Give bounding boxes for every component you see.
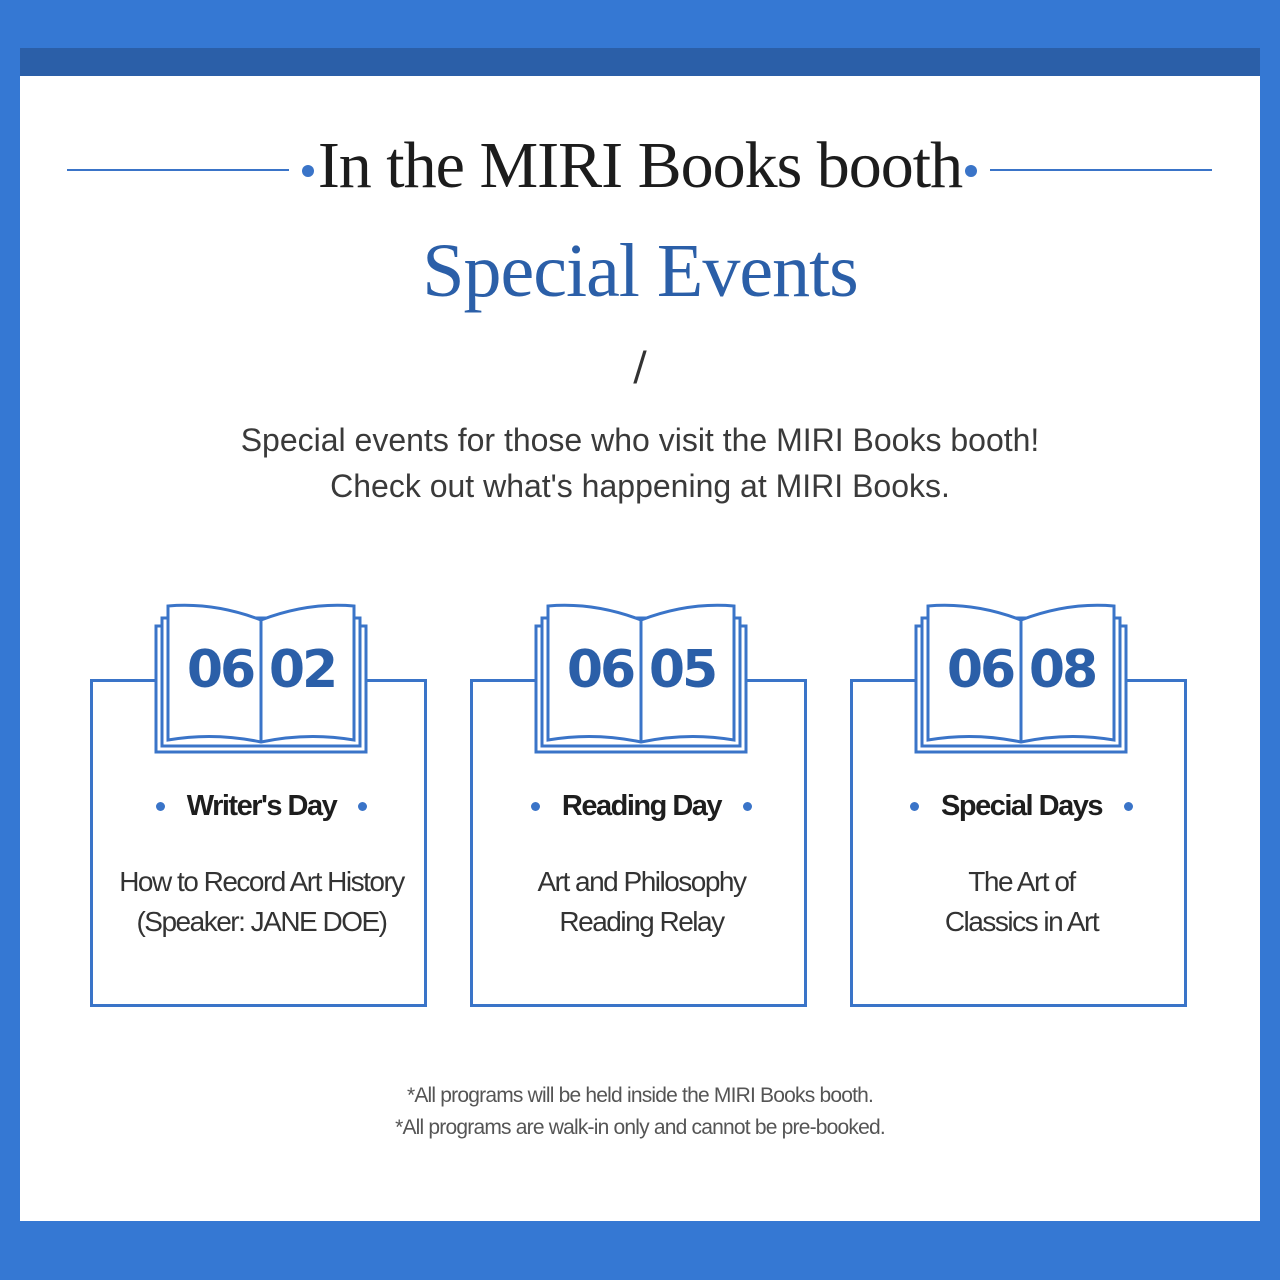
page-title: Special Events bbox=[422, 229, 859, 313]
event-desc-line-2: (Speaker: JANE DOE) bbox=[136, 906, 388, 937]
header-dot-left bbox=[302, 165, 314, 177]
bullet-dot bbox=[530, 802, 540, 811]
event-day: 08 bbox=[1028, 640, 1098, 700]
event-desc-line-1: Art and Philosophy bbox=[537, 866, 747, 897]
event-desc-line-2: Reading Relay bbox=[559, 906, 725, 937]
note-line-2: *All programs are walk-in only and canno… bbox=[395, 1116, 886, 1139]
bullet-dot bbox=[743, 802, 753, 811]
event-title-row: Reading Day bbox=[473, 790, 810, 823]
note-line-1: *All programs will be held inside the MI… bbox=[406, 1084, 874, 1107]
header-subtitle: In the MIRI Books booth bbox=[317, 129, 963, 202]
event-day: 02 bbox=[268, 640, 338, 700]
bullet-dot bbox=[910, 802, 920, 811]
event-day: 05 bbox=[648, 640, 718, 700]
event-desc-line-1: How to Record Art History bbox=[119, 866, 405, 897]
event-title-row: Writer's Day bbox=[93, 790, 430, 823]
event-month: 06 bbox=[186, 640, 256, 700]
bullet-dot bbox=[358, 802, 368, 811]
slash-divider: / bbox=[633, 344, 647, 390]
event-month: 06 bbox=[566, 640, 636, 700]
bullet-dot bbox=[1123, 802, 1133, 811]
event-desc-line-2: Classics in Art bbox=[944, 906, 1100, 937]
event-title-row: Special Days bbox=[853, 790, 1190, 823]
event-month: 06 bbox=[946, 640, 1016, 700]
event-title: Special Days bbox=[941, 790, 1103, 822]
header-dot-right bbox=[965, 165, 977, 177]
intro-line-2: Check out what's happening at MIRI Books… bbox=[330, 468, 950, 504]
intro-line-1: Special events for those who visit the M… bbox=[240, 422, 1040, 458]
event-desc-line-1: The Art of bbox=[968, 866, 1076, 897]
open-book-icon bbox=[534, 603, 748, 754]
header-line-right bbox=[990, 169, 1212, 171]
header-line-left bbox=[67, 169, 289, 171]
bullet-dot bbox=[155, 802, 165, 811]
event-title: Writer's Day bbox=[186, 790, 338, 822]
open-book-icon bbox=[914, 603, 1128, 754]
top-band bbox=[20, 48, 1260, 76]
event-title: Reading Day bbox=[561, 790, 723, 822]
open-book-icon bbox=[154, 603, 368, 754]
